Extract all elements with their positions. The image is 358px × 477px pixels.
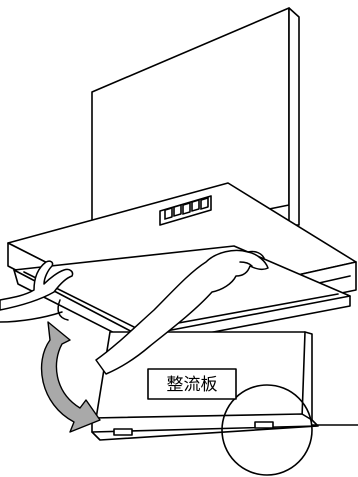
control-button <box>165 208 172 219</box>
rotation-arrow-icon <box>42 322 100 432</box>
hinge-tab-left <box>114 429 132 435</box>
control-button <box>192 200 199 211</box>
hinge-tab-right <box>255 422 273 428</box>
control-button <box>201 198 208 209</box>
flow-plate-label: 整流板 <box>167 375 218 395</box>
control-button <box>183 203 190 214</box>
control-button <box>174 205 181 216</box>
